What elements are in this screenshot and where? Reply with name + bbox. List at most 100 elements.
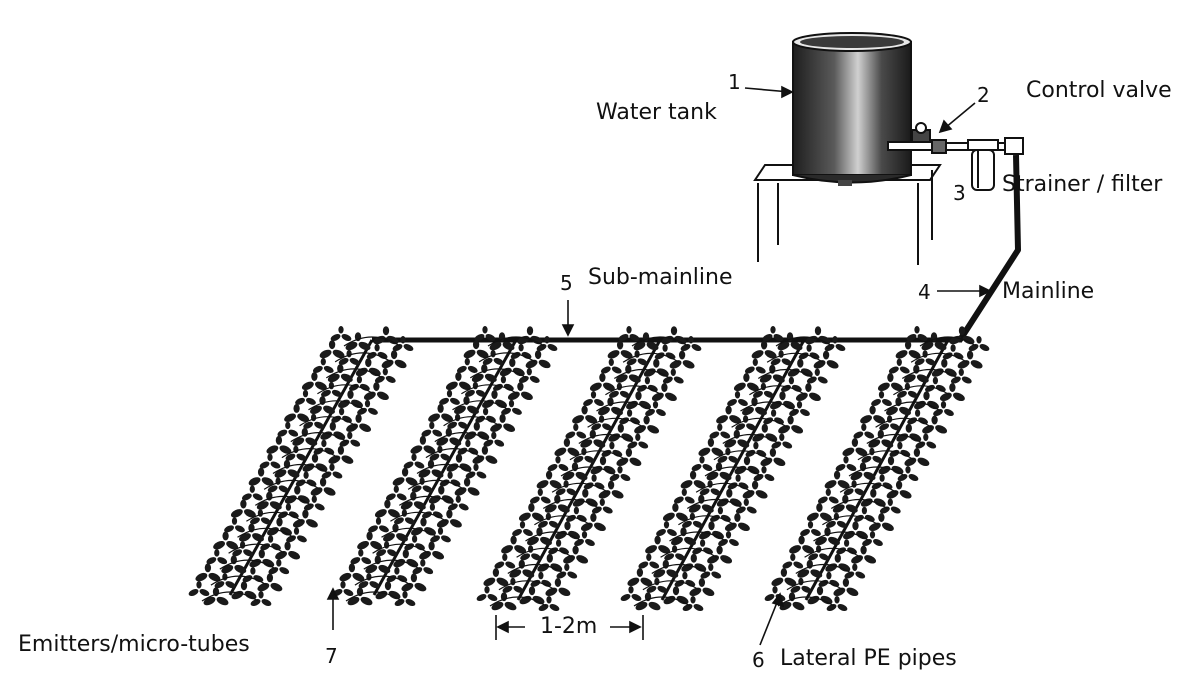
plant-stem [678,515,735,526]
plant-stem [775,336,833,347]
plant-leaf-cluster [482,568,510,588]
plant-stem [363,559,421,570]
control-valve-label: Control valve [1026,78,1172,103]
plant-stem [622,352,680,363]
plant-stem [489,596,547,607]
plant-stem [507,563,565,575]
plant-stem [487,336,545,347]
plant-leaf-cluster [300,372,329,392]
plant-leaf-cluster [444,372,473,392]
plant-leaf-cluster [588,373,617,393]
plant-stem [407,479,465,490]
plant-stem [651,563,709,575]
plant-stem [281,448,339,459]
plant-leaf-cluster [606,340,634,361]
plant-stem [848,466,906,477]
plant-stem [786,580,844,591]
plant-leaf-cluster [626,568,654,588]
plant-leaf-cluster [373,499,402,520]
plant-stem [642,580,700,591]
plant-leaf-cluster [870,391,893,408]
plant-leaf-cluster [637,553,661,570]
plant-leaf-cluster [420,421,444,439]
label-number-7: 7 [325,644,338,668]
plant-stem [804,547,861,558]
plant-stem [478,352,536,363]
plant-stem [813,531,870,542]
plant-leaf-cluster [805,503,834,523]
plant-stem [317,384,374,395]
plant-stem [534,515,591,526]
plant-stem [246,511,303,522]
plant-stem [210,575,268,586]
plant-leaf-cluster [329,326,353,343]
plant-leaf-cluster [409,435,437,456]
label-number-4: 4 [918,280,931,304]
plant-leaf-cluster [211,531,240,552]
water-tank [792,32,912,186]
plant-leaf-cluster [564,423,588,440]
plant-stem [830,498,888,510]
plant-leaf-cluster [438,389,461,407]
plant-leaf-cluster [511,521,534,538]
plant-stem [857,450,915,461]
plant-leaf-cluster [355,531,384,552]
lateral-pipe-4 [660,339,806,601]
plant-leaf-cluster [318,340,346,360]
plant-leaf-cluster [894,340,922,361]
plant-stem [525,531,582,542]
strainer-filter [967,137,1024,191]
plant-stem [498,580,556,591]
plant-leaf-cluster [205,549,229,566]
plant-leaf-cluster [384,485,408,502]
plant-stem [893,385,950,396]
plant-leaf-cluster [799,521,822,538]
plant-stem [443,416,500,427]
plant-leaf-cluster [619,586,643,603]
plant-leaf-cluster [841,438,869,458]
plant-stem [354,575,412,586]
plant-leaf-cluster [426,403,455,424]
label-number-6: 6 [752,648,765,672]
plant-stem [822,515,879,526]
plant-stem [516,547,573,558]
plant-leaf-cluster [535,470,563,491]
label-number-5: 5 [560,271,573,295]
plant-stem [308,400,365,411]
plant-leaf-cluster [194,563,222,584]
mainline-label: Mainline [1002,279,1095,304]
callout-arrows [326,85,992,646]
plant-stem [263,479,321,490]
plant-stem [740,401,797,412]
plant-leaf-cluster [553,438,581,458]
plant-stem [551,482,609,493]
plant-stem [390,511,447,522]
plant-leaf-cluster [240,485,264,502]
plant-rows [187,326,991,613]
plant-stem [660,547,717,558]
plant-leaf-cluster [455,357,479,375]
plant-leaf-cluster [528,488,552,505]
plant-stem [201,591,259,602]
plant-stem [469,368,527,379]
plant-leaf-cluster [781,553,805,570]
plant-leaf-cluster [852,423,876,440]
label-number-3: 3 [953,181,966,205]
plant-stem [578,433,636,445]
lateral-pipe-2 [372,339,518,596]
plant-leaf-cluster [265,435,293,456]
plant-leaf-cluster [349,549,373,566]
plant-stem [237,527,294,538]
plant-stem [272,463,330,475]
plant-stem [695,482,753,493]
plant-leaf-cluster [367,517,390,534]
plant-leaf-cluster [311,357,335,375]
label-number-2: 2 [977,83,990,107]
plant-stem [605,385,662,396]
plant-stem [749,385,806,396]
arrow-2 [944,102,976,129]
plant-stem [731,417,788,428]
plant-stem [722,433,780,445]
plant-leaf-cluster [493,553,517,570]
plant-stem [633,596,691,607]
